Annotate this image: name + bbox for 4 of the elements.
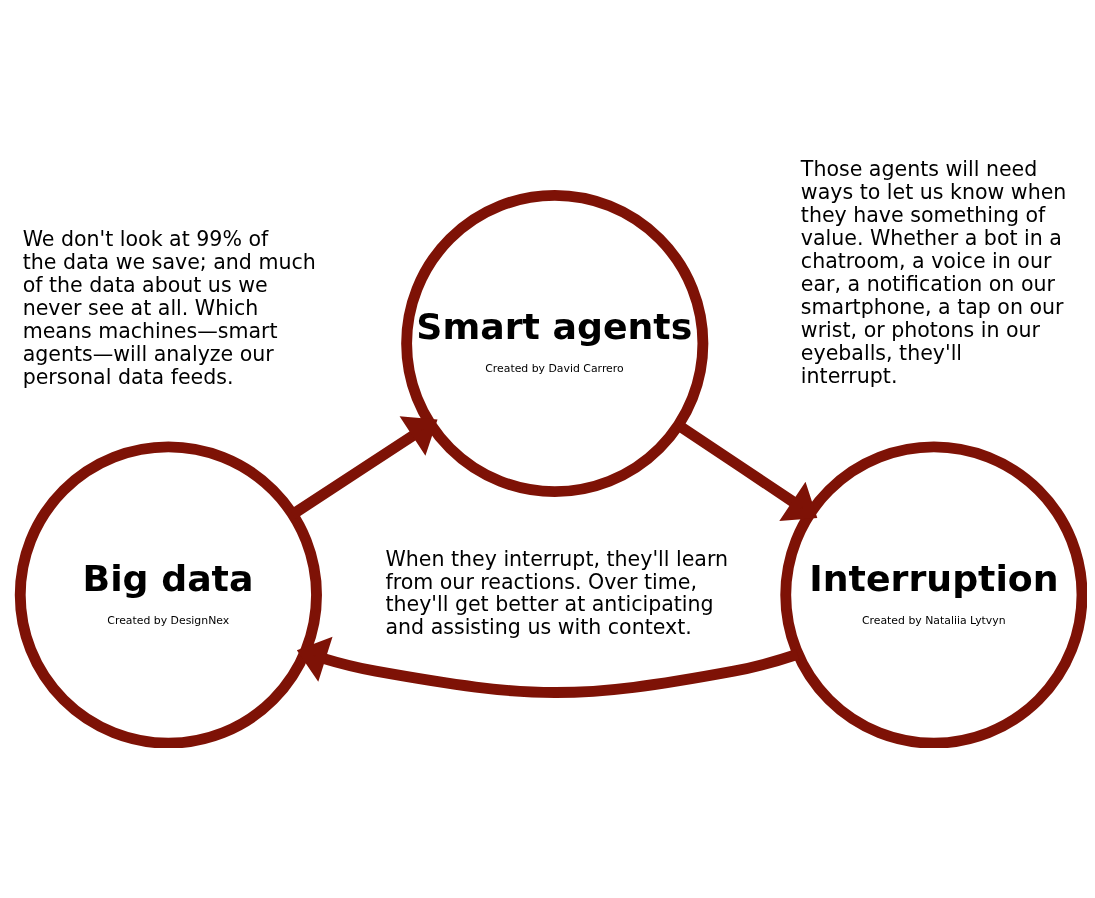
label: We don't look at 99% of the data we save; and much of the data about us we never see at all. Which means machines—smart agents—will analyze our personal data feeds. <box>22 226 316 389</box>
label: When they interrupt, they'll learn from our reactions. Over time, they'll get better at anticipating and assisting us with context. <box>385 546 729 640</box>
node-circle: Big data Created by DesignNex <box>14 441 322 748</box>
label: Those agents will need ways to let us know when they have something of value. Whether a bot in a chatroom, a voice in our ear, a notification on our smartphone, a tap on our wrist, or photons in our eyeballs, they'll interrupt. <box>800 157 1067 388</box>
